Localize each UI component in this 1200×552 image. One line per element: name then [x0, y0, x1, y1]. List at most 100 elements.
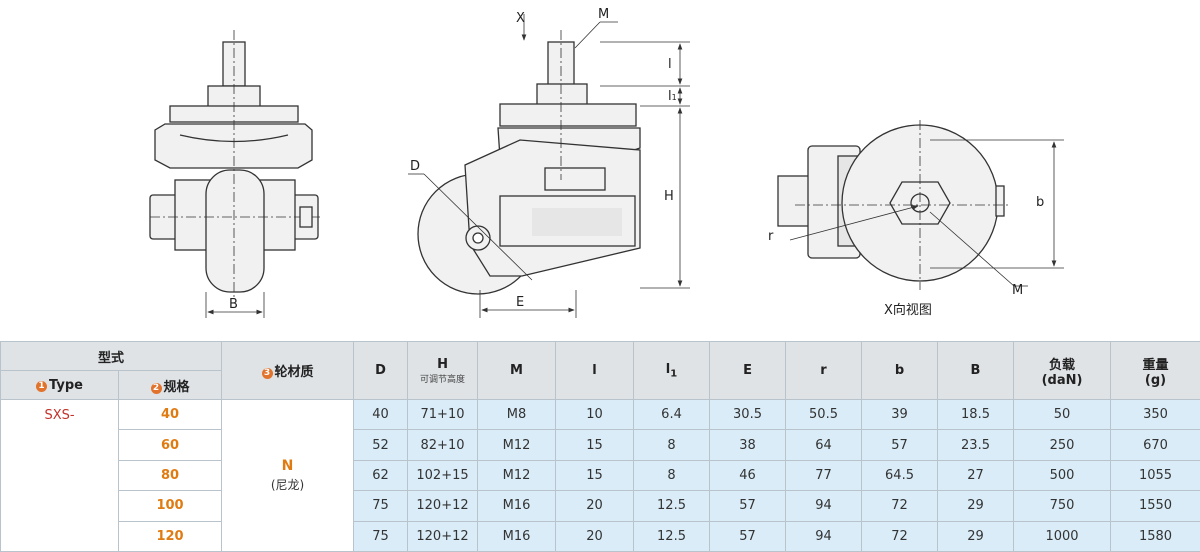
header-model: 型式	[0, 341, 223, 371]
material-cell: N(尼龙)	[221, 399, 355, 552]
cell-H: 71+10	[407, 398, 479, 431]
cell-M: M12	[477, 429, 557, 461]
type-value: SXS-	[0, 399, 119, 552]
cell-load: 1000	[1013, 520, 1112, 552]
side-view-dim-B: B	[205, 292, 265, 318]
cell-B: 18.5	[937, 398, 1015, 431]
cell-weight: 1055	[1110, 459, 1200, 492]
cell-E: 30.5	[709, 398, 787, 431]
cell-E: 57	[709, 520, 787, 552]
cell-B: 29	[937, 520, 1015, 552]
cell-E: 38	[709, 429, 787, 461]
cell-H: 82+10	[407, 429, 479, 461]
cell-B: 29	[937, 490, 1015, 522]
top-label-b: b	[1036, 195, 1044, 210]
side-label-B: B	[229, 297, 238, 312]
cell-l1: 6.4	[633, 398, 711, 431]
front-label-E: E	[516, 295, 524, 310]
cell-weight: 350	[1110, 398, 1200, 431]
cell-H: 120+12	[407, 490, 479, 522]
header-r: r	[785, 341, 863, 400]
size-cell: 40	[117, 398, 223, 431]
cell-D: 75	[353, 490, 409, 522]
top-view-drawing	[777, 120, 1010, 290]
spec-table-body: SXS- 40 N(尼龙) 40 71+10 M8 10 6.4 30.5 50…	[0, 398, 1200, 552]
cell-l1: 8	[633, 429, 711, 461]
cell-b: 57	[861, 429, 939, 461]
top-view-caption: X向视图	[884, 302, 932, 318]
cell-l1: 8	[633, 459, 711, 492]
cell-l: 20	[555, 490, 635, 522]
cell-weight: 1580	[1110, 520, 1200, 552]
cell-weight: 1550	[1110, 490, 1200, 522]
cell-l: 20	[555, 520, 635, 552]
top-label-M: M	[1012, 283, 1023, 298]
header-E: E	[709, 341, 787, 400]
cell-load: 250	[1013, 429, 1112, 461]
size-cell: 100	[117, 490, 223, 522]
size-cell: 80	[117, 459, 223, 492]
cell-H: 102+15	[407, 459, 479, 492]
cell-b: 64.5	[861, 459, 939, 492]
top-view-dims	[789, 139, 1064, 287]
cell-b: 72	[861, 520, 939, 552]
front-label-H: H	[664, 189, 674, 204]
cell-M: M12	[477, 459, 557, 492]
header-l: l	[555, 341, 635, 400]
badge-1: 1	[36, 380, 48, 392]
cell-r: 50.5	[785, 398, 863, 431]
cell-load: 750	[1013, 490, 1112, 522]
table-row: 100 75 120+12 M16 20 12.5 57 94 72 29 75…	[1, 490, 1200, 522]
badge-3: 3	[261, 368, 273, 379]
badge-2: 2	[150, 382, 162, 394]
cell-B: 27	[937, 459, 1015, 492]
cell-D: 40	[353, 398, 409, 431]
cell-D: 75	[353, 520, 409, 552]
cell-r: 77	[785, 459, 863, 492]
header-weight: 重量(g)	[1110, 341, 1200, 400]
cell-b: 72	[861, 490, 939, 522]
cell-E: 57	[709, 490, 787, 522]
header-B: B	[937, 341, 1015, 400]
cell-r: 64	[785, 429, 863, 461]
cell-l: 15	[555, 429, 635, 461]
header-b: b	[861, 341, 939, 400]
cell-l1: 12.5	[633, 490, 711, 522]
front-view-drawing	[417, 30, 641, 295]
size-cell: 60	[117, 429, 223, 461]
cell-l1: 12.5	[633, 520, 711, 552]
table-row: 120 75 120+12 M16 20 12.5 57 94 72 29 10…	[1, 520, 1200, 552]
header-load: 负载(daN)	[1013, 341, 1112, 400]
cell-H: 120+12	[407, 520, 479, 552]
header-M: M	[477, 341, 557, 400]
cell-b: 39	[861, 398, 939, 431]
front-label-M: M	[598, 7, 609, 22]
front-label-l: l	[668, 57, 672, 72]
cell-M: M16	[477, 490, 557, 522]
cell-D: 62	[353, 459, 409, 492]
header-D: D	[353, 341, 409, 400]
cell-l: 10	[555, 398, 635, 431]
header-l1: l1	[633, 341, 711, 400]
cell-weight: 670	[1110, 429, 1200, 461]
table-row: 80 62 102+15 M12 15 8 46 77 64.5 27 500 …	[1, 459, 1200, 492]
cell-M: M8	[477, 398, 557, 431]
side-view-drawing	[149, 30, 320, 300]
cell-E: 46	[709, 459, 787, 492]
top-label-r: r	[768, 229, 774, 244]
table-row: 60 52 82+10 M12 15 8 38 64 57 23.5 250 6…	[1, 429, 1200, 461]
cell-r: 94	[785, 490, 863, 522]
cell-B: 23.5	[937, 429, 1015, 461]
cell-load: 500	[1013, 459, 1112, 492]
front-label-X: X	[516, 11, 525, 26]
size-cell: 120	[117, 520, 223, 552]
cell-load: 50	[1013, 398, 1112, 431]
cell-M: M16	[477, 520, 557, 552]
front-label-l1: l1	[668, 89, 677, 104]
front-label-D: D	[410, 159, 420, 174]
